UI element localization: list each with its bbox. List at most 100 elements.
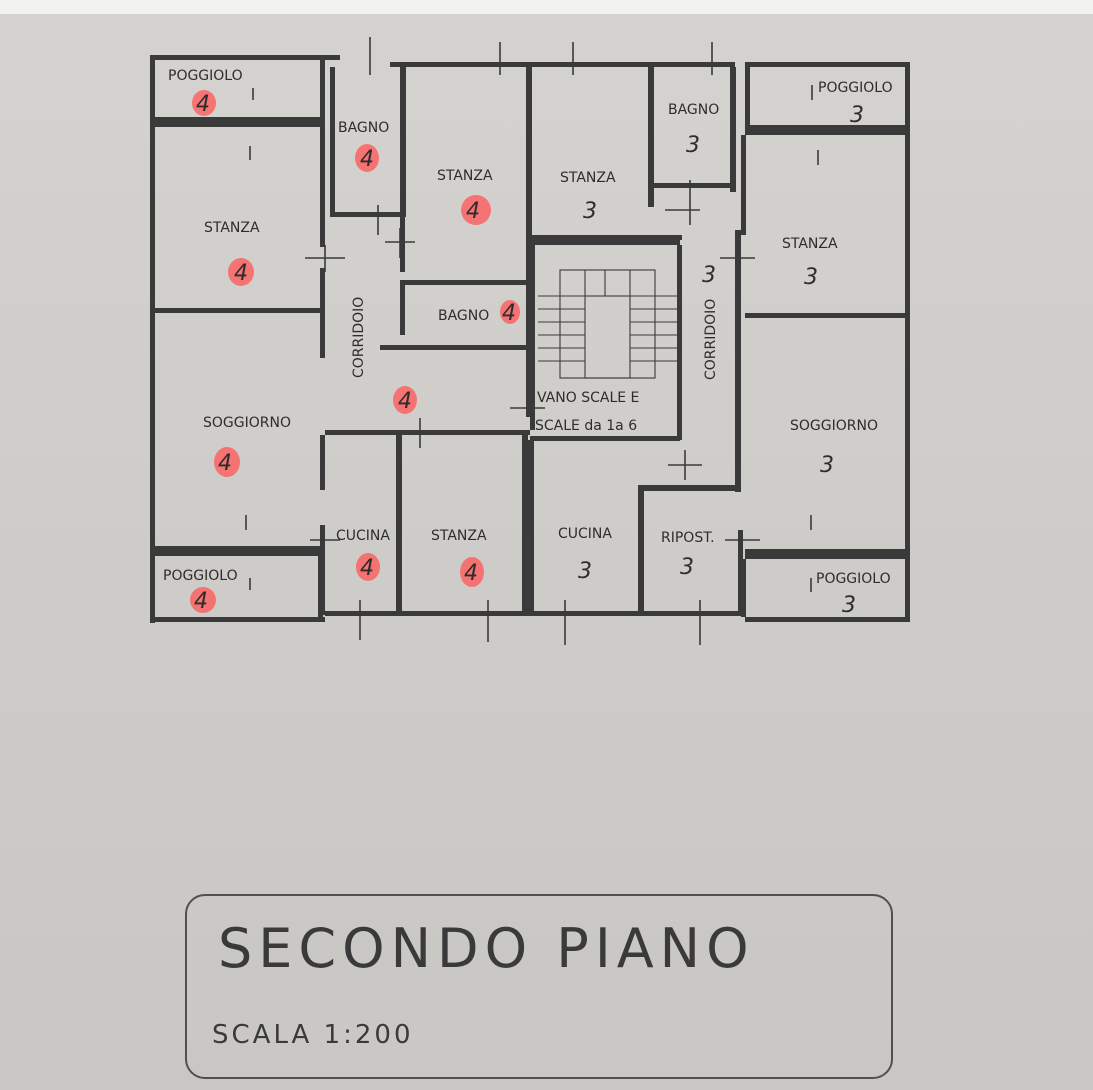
outer-wall-top-left [152, 55, 340, 60]
poggiolo-tl-bottom-wall [155, 117, 325, 127]
room-label: STANZA [204, 220, 260, 236]
highlight-mark [228, 258, 254, 286]
cucina3-left-wall [528, 440, 534, 611]
stanza-soggiorno-r-wall [745, 313, 905, 318]
stairs-label-line1: VANO SCALE E [537, 390, 639, 406]
unit-number: 3 [686, 133, 700, 158]
room-label: BAGNO [438, 308, 489, 324]
highlight-mark [356, 553, 380, 581]
room-label: SOGGIORNO [790, 418, 878, 434]
bagno4-bottom-wall [330, 212, 406, 217]
room-label: POGGIOLO [816, 571, 891, 587]
room-label: RIPOST. [661, 530, 715, 546]
stairwell-left-wall [530, 245, 535, 430]
unit-number: 4 [218, 451, 232, 476]
unit-number: 4 [464, 561, 478, 586]
poggiolo-br-left-wall [741, 559, 746, 617]
stairwell-right-wall [677, 245, 682, 440]
stairwell-top-wall [530, 240, 680, 245]
room-label: CUCINA [336, 528, 390, 544]
room-label: POGGIOLO [163, 568, 238, 584]
stanza3-bottom-wall [532, 235, 682, 240]
unit-number: 4 [360, 147, 374, 172]
bagno3-right-wall [730, 67, 736, 192]
unit-number: 4 [466, 199, 480, 224]
outer-wall-left [150, 55, 155, 623]
soggiorno-l-right-wall-lower [320, 435, 325, 490]
outer-wall-bottom-middle [325, 611, 745, 616]
paper-top-edge [0, 0, 1093, 14]
poggiolo-tl-right-wall [320, 60, 325, 122]
unit-number: 3 [850, 103, 864, 128]
highlight-mark [500, 300, 520, 324]
unit-number: 3 [842, 593, 856, 618]
highlight-mark [355, 144, 379, 172]
unit-number: 4 [360, 556, 374, 581]
unit-number: 4 [196, 92, 210, 117]
outer-wall-top-middle [390, 62, 735, 67]
soggiorno-l-right-wall [320, 268, 325, 358]
stair-outline [559, 269, 656, 379]
stanza-l-right-wall [320, 127, 325, 247]
highlight-mark [460, 557, 484, 587]
room-label: STANZA [431, 528, 487, 544]
corridor-label: CORRIDOIO [351, 297, 367, 378]
outer-wall-bottom-left [150, 617, 325, 622]
stanza-soggiorno-wall [155, 308, 320, 313]
room-label: STANZA [560, 170, 616, 186]
title-block [185, 894, 893, 1079]
room-label: STANZA [437, 168, 493, 184]
outer-wall-top-right [745, 62, 910, 67]
ripost-left-wall [638, 485, 644, 611]
bagno-small-bottom-wall [380, 345, 530, 350]
ripost-top-wall [640, 485, 740, 491]
bagno4-left-wall [330, 67, 335, 215]
stanza4-right-wall [526, 67, 532, 417]
unit-number: 4 [502, 301, 516, 326]
unit-number: 4 [234, 261, 248, 286]
highlight-mark [461, 195, 491, 225]
outer-wall-bottom-right [745, 617, 910, 622]
outer-wall-right [905, 62, 910, 622]
unit-number: 3 [702, 263, 716, 288]
room-label: CUCINA [558, 526, 612, 542]
corridor3-right-wall [735, 230, 741, 492]
soggiorno-cucina-wall [320, 525, 325, 615]
plan-scale: SCALA 1:200 [212, 1020, 414, 1050]
unit-number: 3 [804, 265, 818, 290]
room-label: POGGIOLO [818, 80, 893, 96]
stairwell-bottom-wall [530, 436, 680, 441]
highlight-mark [192, 90, 216, 116]
floor-plan: POGGIOLO 4 BAGNO 4 STANZA 4 STANZA 3 BAG… [150, 37, 910, 645]
unit-number: 4 [398, 389, 412, 414]
poggiolo-tr-bottom-wall [745, 125, 905, 135]
bagno-small-left-wall [400, 285, 405, 335]
unit-number: 3 [820, 453, 834, 478]
stanza4-b-right-wall [522, 435, 528, 611]
poggiolo-bl-top-wall [155, 546, 320, 556]
bagno4-right-wall [400, 67, 406, 217]
room-label: POGGIOLO [168, 68, 243, 84]
plan-title: SECONDO PIANO [218, 917, 755, 980]
stairs-label-line2: SCALE da 1a 6 [535, 418, 637, 434]
corridor4-right-wall [400, 217, 405, 272]
corridor-label: CORRIDOIO [703, 299, 719, 380]
room-label: SOGGIORNO [203, 415, 291, 431]
highlight-mark [190, 587, 216, 613]
bagno-small-top-wall [400, 280, 530, 285]
room-label: BAGNO [338, 120, 389, 136]
stair-well-center [584, 295, 631, 379]
highlight-mark [214, 447, 240, 477]
room-label: STANZA [782, 236, 838, 252]
unit-number: 3 [578, 559, 592, 584]
room-label: BAGNO [668, 102, 719, 118]
poggiolo-tr-left-wall [745, 67, 750, 131]
poggiolo-br-top-wall [745, 549, 905, 559]
ripost-right-wall [738, 530, 743, 615]
stair-flights [538, 269, 677, 379]
cucina4-right-wall [396, 435, 402, 611]
stanza3-right-wall [648, 67, 654, 207]
unit-number: 4 [194, 589, 208, 614]
unit-number: 3 [680, 555, 694, 580]
unit-number: 3 [583, 199, 597, 224]
